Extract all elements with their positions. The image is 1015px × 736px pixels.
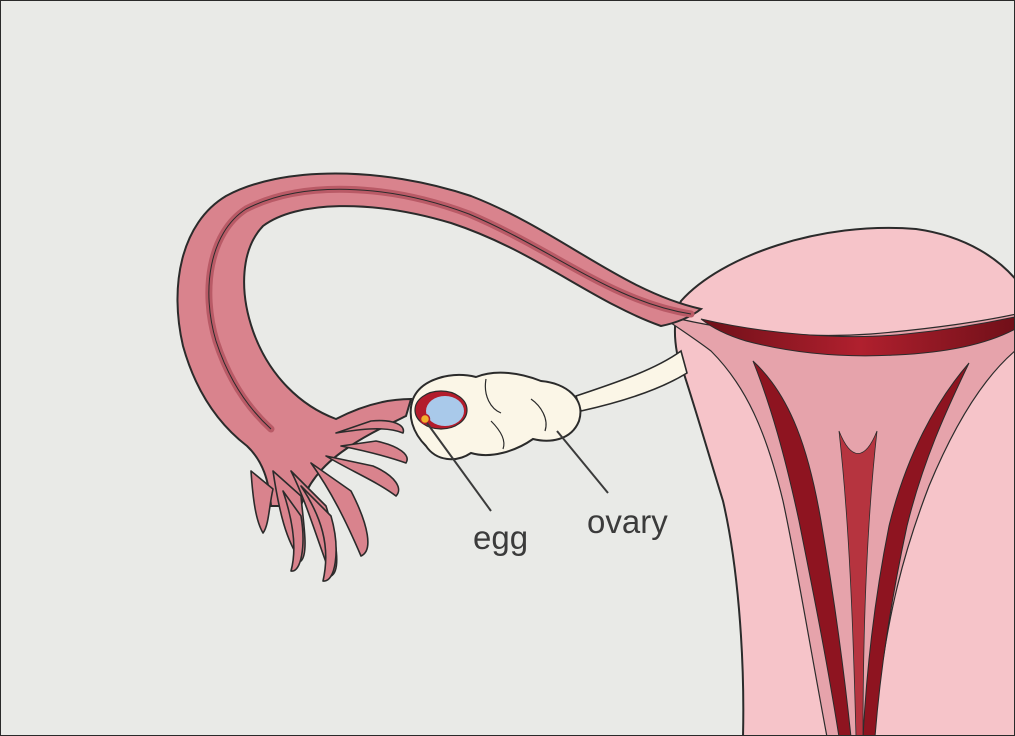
ovarian-ligament	[576, 351, 687, 411]
ovary-label: ovary	[587, 503, 668, 540]
egg	[421, 415, 430, 424]
ovary-leader-line	[557, 431, 608, 493]
egg-label: egg	[473, 519, 528, 556]
follicle	[426, 396, 464, 426]
